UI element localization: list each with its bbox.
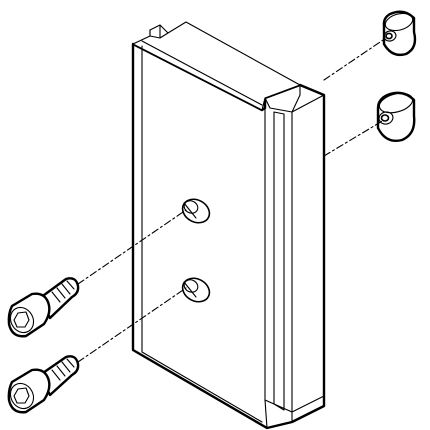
plate-front-bevel-left xyxy=(141,45,263,423)
plate-front-face xyxy=(131,42,326,430)
plate-rail-chamfer xyxy=(291,94,325,113)
plate-rail-right-edge xyxy=(291,84,301,423)
plate-top-edge xyxy=(141,40,263,106)
plate-slot-notch xyxy=(149,24,169,39)
plate-rail-top xyxy=(264,94,301,113)
centerline-screw-upper xyxy=(77,209,187,285)
centering-sleeve-lower xyxy=(376,91,416,142)
cap-screw-upper xyxy=(7,277,80,338)
mounting-plate xyxy=(131,21,326,430)
plate-rail-bottom xyxy=(264,395,325,413)
centerline-sleeve-upper xyxy=(323,37,387,81)
cap-screw-lower xyxy=(7,355,80,414)
plate-hole-lower xyxy=(181,277,211,303)
centering-sleeve-upper xyxy=(382,10,417,57)
centerline-sleeve-lower xyxy=(323,119,385,157)
plate-hole-upper xyxy=(181,198,211,224)
centerline-screw-lower xyxy=(77,287,187,363)
